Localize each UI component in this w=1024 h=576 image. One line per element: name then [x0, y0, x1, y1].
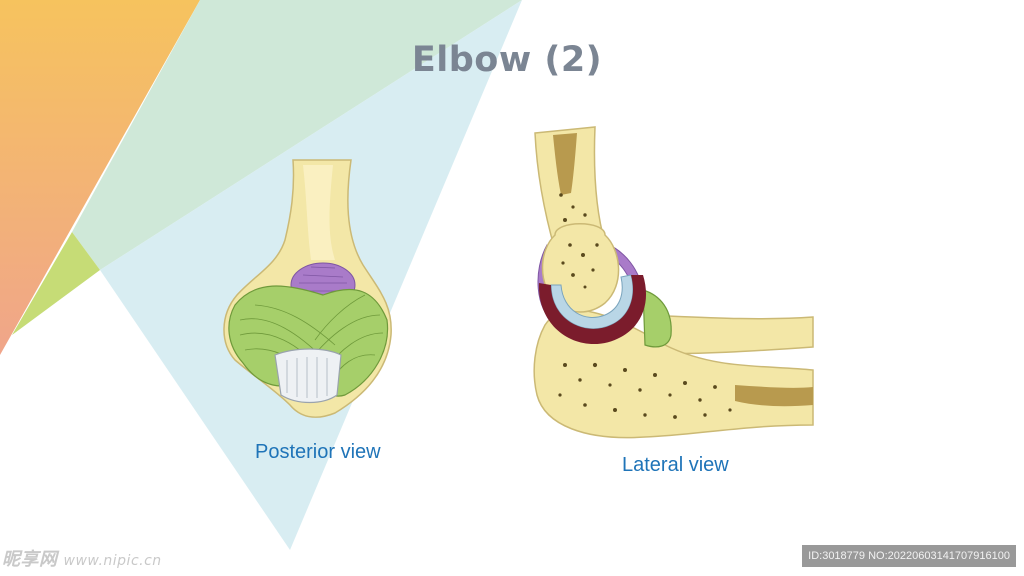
- cartilage-lines: [286, 357, 328, 398]
- white-cartilage: [274, 348, 342, 404]
- watermark-id: ID:3018779 NO:20220603141707916100: [802, 545, 1016, 567]
- green-ligament: [642, 289, 672, 348]
- posterior-elbow-illustration: [223, 159, 392, 418]
- watermark-site: www.nipic.cn: [63, 553, 162, 569]
- page-title: Elbow (2): [411, 40, 603, 80]
- posterior-view-label: Posterior view: [255, 441, 381, 463]
- green-ligament: [228, 285, 389, 397]
- watermark-logo: 昵享网 www.nipic.cn: [2, 545, 162, 571]
- lateral-view-label: Lateral view: [622, 454, 729, 476]
- watermark-brand: 昵享网: [2, 549, 58, 570]
- lateral-elbow-illustration: [533, 126, 814, 439]
- bone-marrow-dots: [558, 193, 732, 419]
- marrow-canal: [553, 133, 577, 195]
- lime-wedge: [12, 232, 100, 335]
- orange-triangle: [0, 0, 200, 355]
- mint-band: [72, 0, 522, 270]
- ulna-marrow: [735, 385, 813, 407]
- joint-red-ring: [538, 275, 647, 345]
- bone-highlight: [303, 165, 335, 260]
